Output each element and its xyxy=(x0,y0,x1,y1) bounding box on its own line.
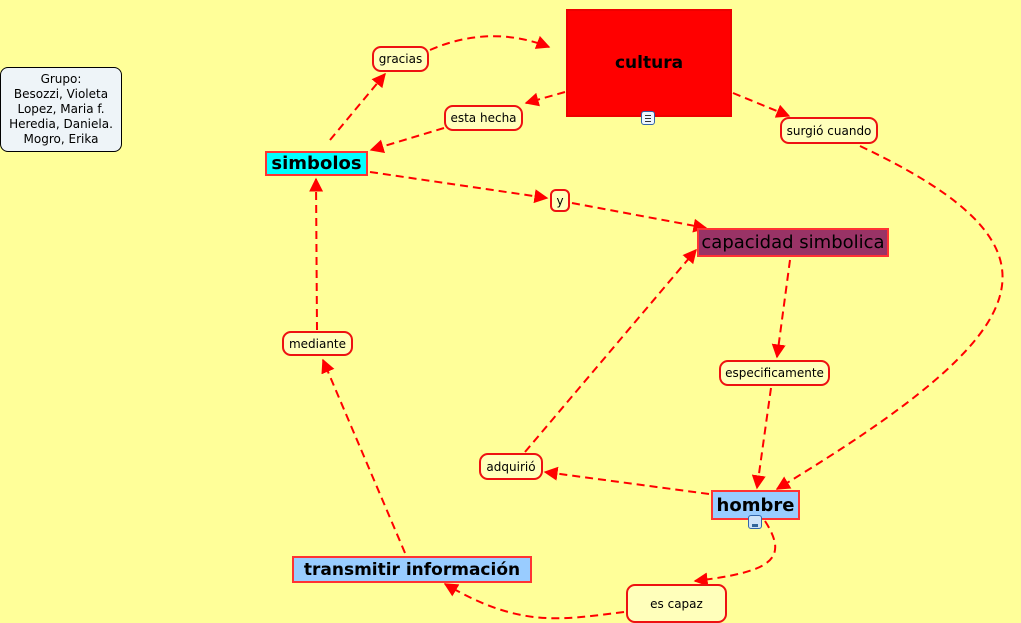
link-surgio-hombre xyxy=(775,145,1004,490)
group-note-line: Heredia, Daniela. xyxy=(9,117,113,131)
phrase-label: mediante xyxy=(288,336,347,351)
phrase-label: surgió cuando xyxy=(786,123,872,138)
phrase-label: adquirió xyxy=(486,459,536,474)
image-icon[interactable] xyxy=(748,515,762,529)
link-mediante-simbolos xyxy=(309,177,324,331)
phrase-esta-hecha[interactable]: esta hecha xyxy=(444,105,523,131)
concept-capacidad-simbolica[interactable]: capacidad simbolica xyxy=(697,228,889,257)
phrase-es-capaz[interactable]: es capaz xyxy=(626,584,727,623)
group-note[interactable]: Grupo: Besozzi, Violeta Lopez, Maria f. … xyxy=(0,67,122,152)
phrase-label: y xyxy=(556,193,564,208)
link-esta-hecha-simbolos xyxy=(369,127,445,154)
link-cultura-esta-hecha xyxy=(524,91,566,107)
concept-label: transmitir información xyxy=(303,559,521,580)
link-adquirio-capacidad xyxy=(524,248,697,453)
group-note-line: Mogro, Erika xyxy=(23,132,99,146)
concept-label: cultura xyxy=(614,53,684,73)
link-es-capaz-transmitir xyxy=(443,583,625,620)
concept-label: hombre xyxy=(716,494,795,516)
phrase-mediante[interactable]: mediante xyxy=(282,331,353,356)
concept-simbolos[interactable]: simbolos xyxy=(265,151,368,176)
phrase-especificamente[interactable]: especificamente xyxy=(719,360,830,386)
phrase-label: esta hecha xyxy=(450,111,517,125)
concept-cultura[interactable]: cultura xyxy=(566,9,732,117)
link-hombre-es-capaz xyxy=(693,520,777,587)
document-icon[interactable] xyxy=(641,111,655,125)
link-gracias-cultura xyxy=(429,35,551,51)
phrase-y[interactable]: y xyxy=(550,189,570,212)
phrase-surgio-cuando[interactable]: surgió cuando xyxy=(780,117,878,144)
phrase-label: gracias xyxy=(378,52,423,66)
link-simbolos-gracias xyxy=(329,72,386,141)
phrase-label: especificamente xyxy=(725,366,824,380)
concept-label: simbolos xyxy=(271,153,362,174)
link-simbolos-y xyxy=(369,171,549,204)
phrase-label: es capaz xyxy=(650,596,703,611)
group-note-line: Besozzi, Violeta xyxy=(13,87,109,101)
concept-transmitir-informacion[interactable]: transmitir información xyxy=(292,556,532,583)
phrase-gracias[interactable]: gracias xyxy=(372,46,429,72)
link-especificamente-hombre xyxy=(751,387,772,490)
link-y-capacidad xyxy=(571,202,708,233)
group-note-line: Lopez, Maria f. xyxy=(17,102,105,116)
group-note-line: Grupo: xyxy=(40,72,82,86)
phrase-adquirio[interactable]: adquirió xyxy=(479,453,543,480)
link-cultura-surgio xyxy=(732,92,791,118)
link-transmitir-mediante xyxy=(321,358,406,554)
concept-label: capacidad simbolica xyxy=(701,232,885,253)
link-hombre-adquirio xyxy=(543,466,710,495)
link-capacidad-especificamente xyxy=(771,259,791,359)
